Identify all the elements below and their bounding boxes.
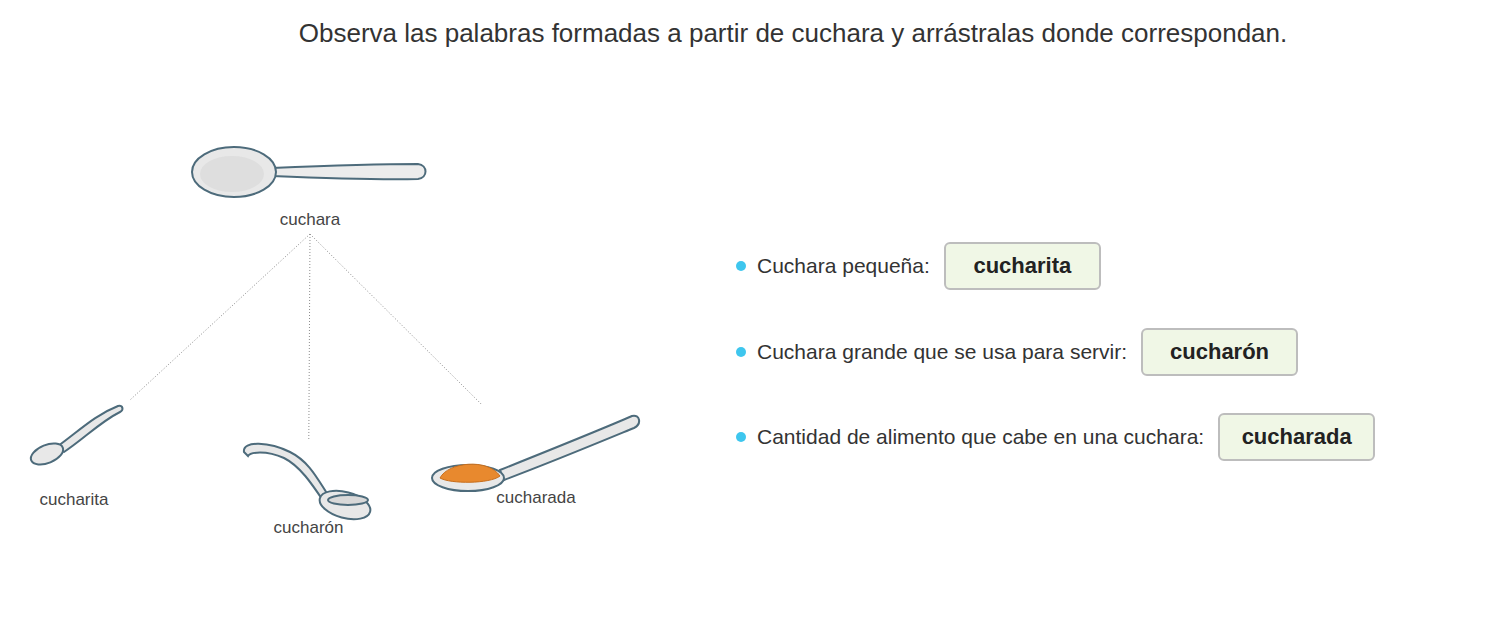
answer-box: cucharita — [944, 242, 1101, 290]
big-spoon — [192, 147, 426, 197]
dotted-connector — [310, 234, 482, 405]
dotted-connector — [309, 234, 310, 440]
ladle — [244, 444, 374, 525]
answer-box: cucharón — [1141, 328, 1298, 376]
bullet-label: Cuchara grande que se usa para servir: — [757, 340, 1127, 364]
spoonful — [432, 416, 639, 491]
answer-word: cucharita — [973, 253, 1071, 279]
spoon-word-node: cuchara — [190, 140, 430, 234]
spoon-word-node: cucharada — [425, 405, 647, 512]
dotted-connector — [130, 234, 310, 400]
answer-word: cucharada — [1242, 424, 1352, 450]
page-title: Observa las palabras formadas a partir d… — [100, 18, 1486, 49]
answer-word: cucharón — [1170, 339, 1269, 365]
word-label: cucharada — [496, 488, 575, 508]
word-label: cucharita — [40, 490, 109, 510]
word-label: cucharón — [274, 518, 344, 538]
small-spoon — [28, 406, 123, 469]
bullet-label: Cantidad de alimento que cabe en una cuc… — [757, 425, 1204, 449]
spoon-word-node: cucharita — [18, 400, 130, 514]
bullet-label: Cuchara pequeña: — [757, 254, 930, 278]
bullet-dots — [736, 261, 746, 442]
word-label: cuchara — [280, 210, 340, 230]
answer-box: cucharada — [1218, 413, 1375, 461]
spoon-word-node: cucharón — [236, 440, 381, 542]
